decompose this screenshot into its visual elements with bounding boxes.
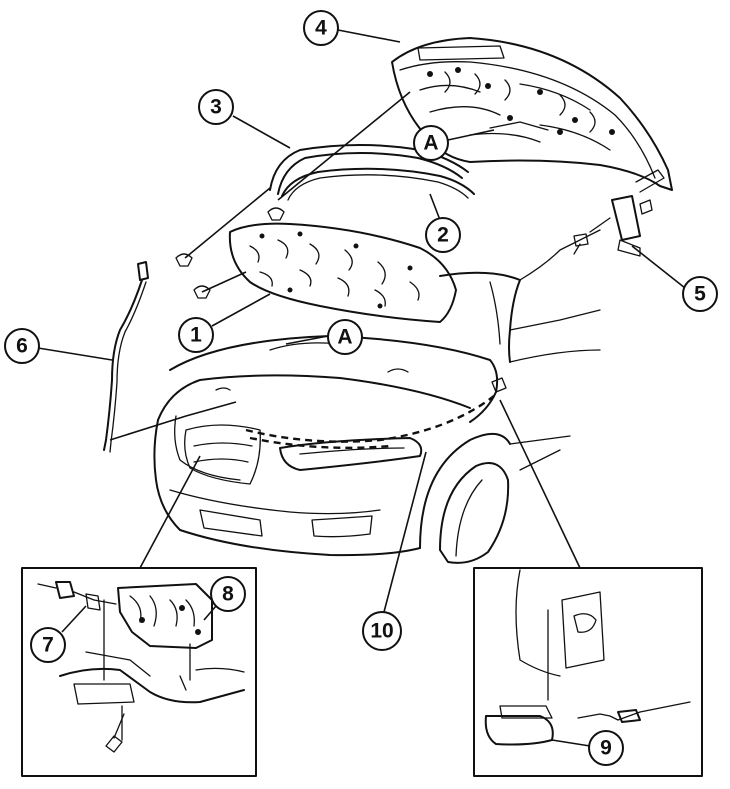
callout-2: 2: [425, 193, 461, 253]
callout-7-label: 7: [42, 634, 54, 657]
callout-4: 4: [303, 10, 401, 46]
callout-8-label: 8: [222, 583, 234, 606]
callout-5: 5: [631, 245, 718, 312]
callout-1: 1: [178, 293, 271, 353]
callout-4-label: 4: [315, 17, 327, 40]
callout-10-label: 10: [370, 620, 393, 643]
callout-3-label: 3: [210, 96, 222, 119]
hood-clips: [175, 207, 285, 299]
callout-a-body-label: A: [337, 326, 352, 349]
callout-10: 10: [362, 451, 427, 651]
callout-3: 3: [198, 89, 291, 149]
hood-insulator: [228, 222, 457, 323]
leader-lines: [109, 91, 411, 441]
weatherstrip-3: [269, 144, 469, 195]
callout-9-label: 9: [600, 737, 612, 760]
hood-panel: [391, 37, 673, 191]
callout-6-label: 6: [16, 335, 28, 358]
latch-inset: [21, 455, 257, 777]
callout-a-hood-label: A: [423, 132, 438, 155]
weatherstrip-2: [281, 167, 475, 201]
callout-6: 6: [4, 328, 113, 364]
release-lever-inset: [473, 399, 703, 777]
hood-hinge: [573, 169, 665, 257]
car-body: [153, 229, 601, 564]
callout-7: 7: [30, 605, 87, 663]
callout-5-label: 5: [694, 283, 706, 306]
callout-9: 9: [551, 730, 624, 766]
hood-prop-rod: [103, 261, 149, 453]
callout-a-hood: A: [413, 125, 495, 161]
callout-a-body: A: [285, 319, 363, 355]
callout-2-label: 2: [437, 224, 449, 247]
callout-1-label: 1: [190, 324, 202, 347]
callout-8: 8: [203, 576, 246, 621]
